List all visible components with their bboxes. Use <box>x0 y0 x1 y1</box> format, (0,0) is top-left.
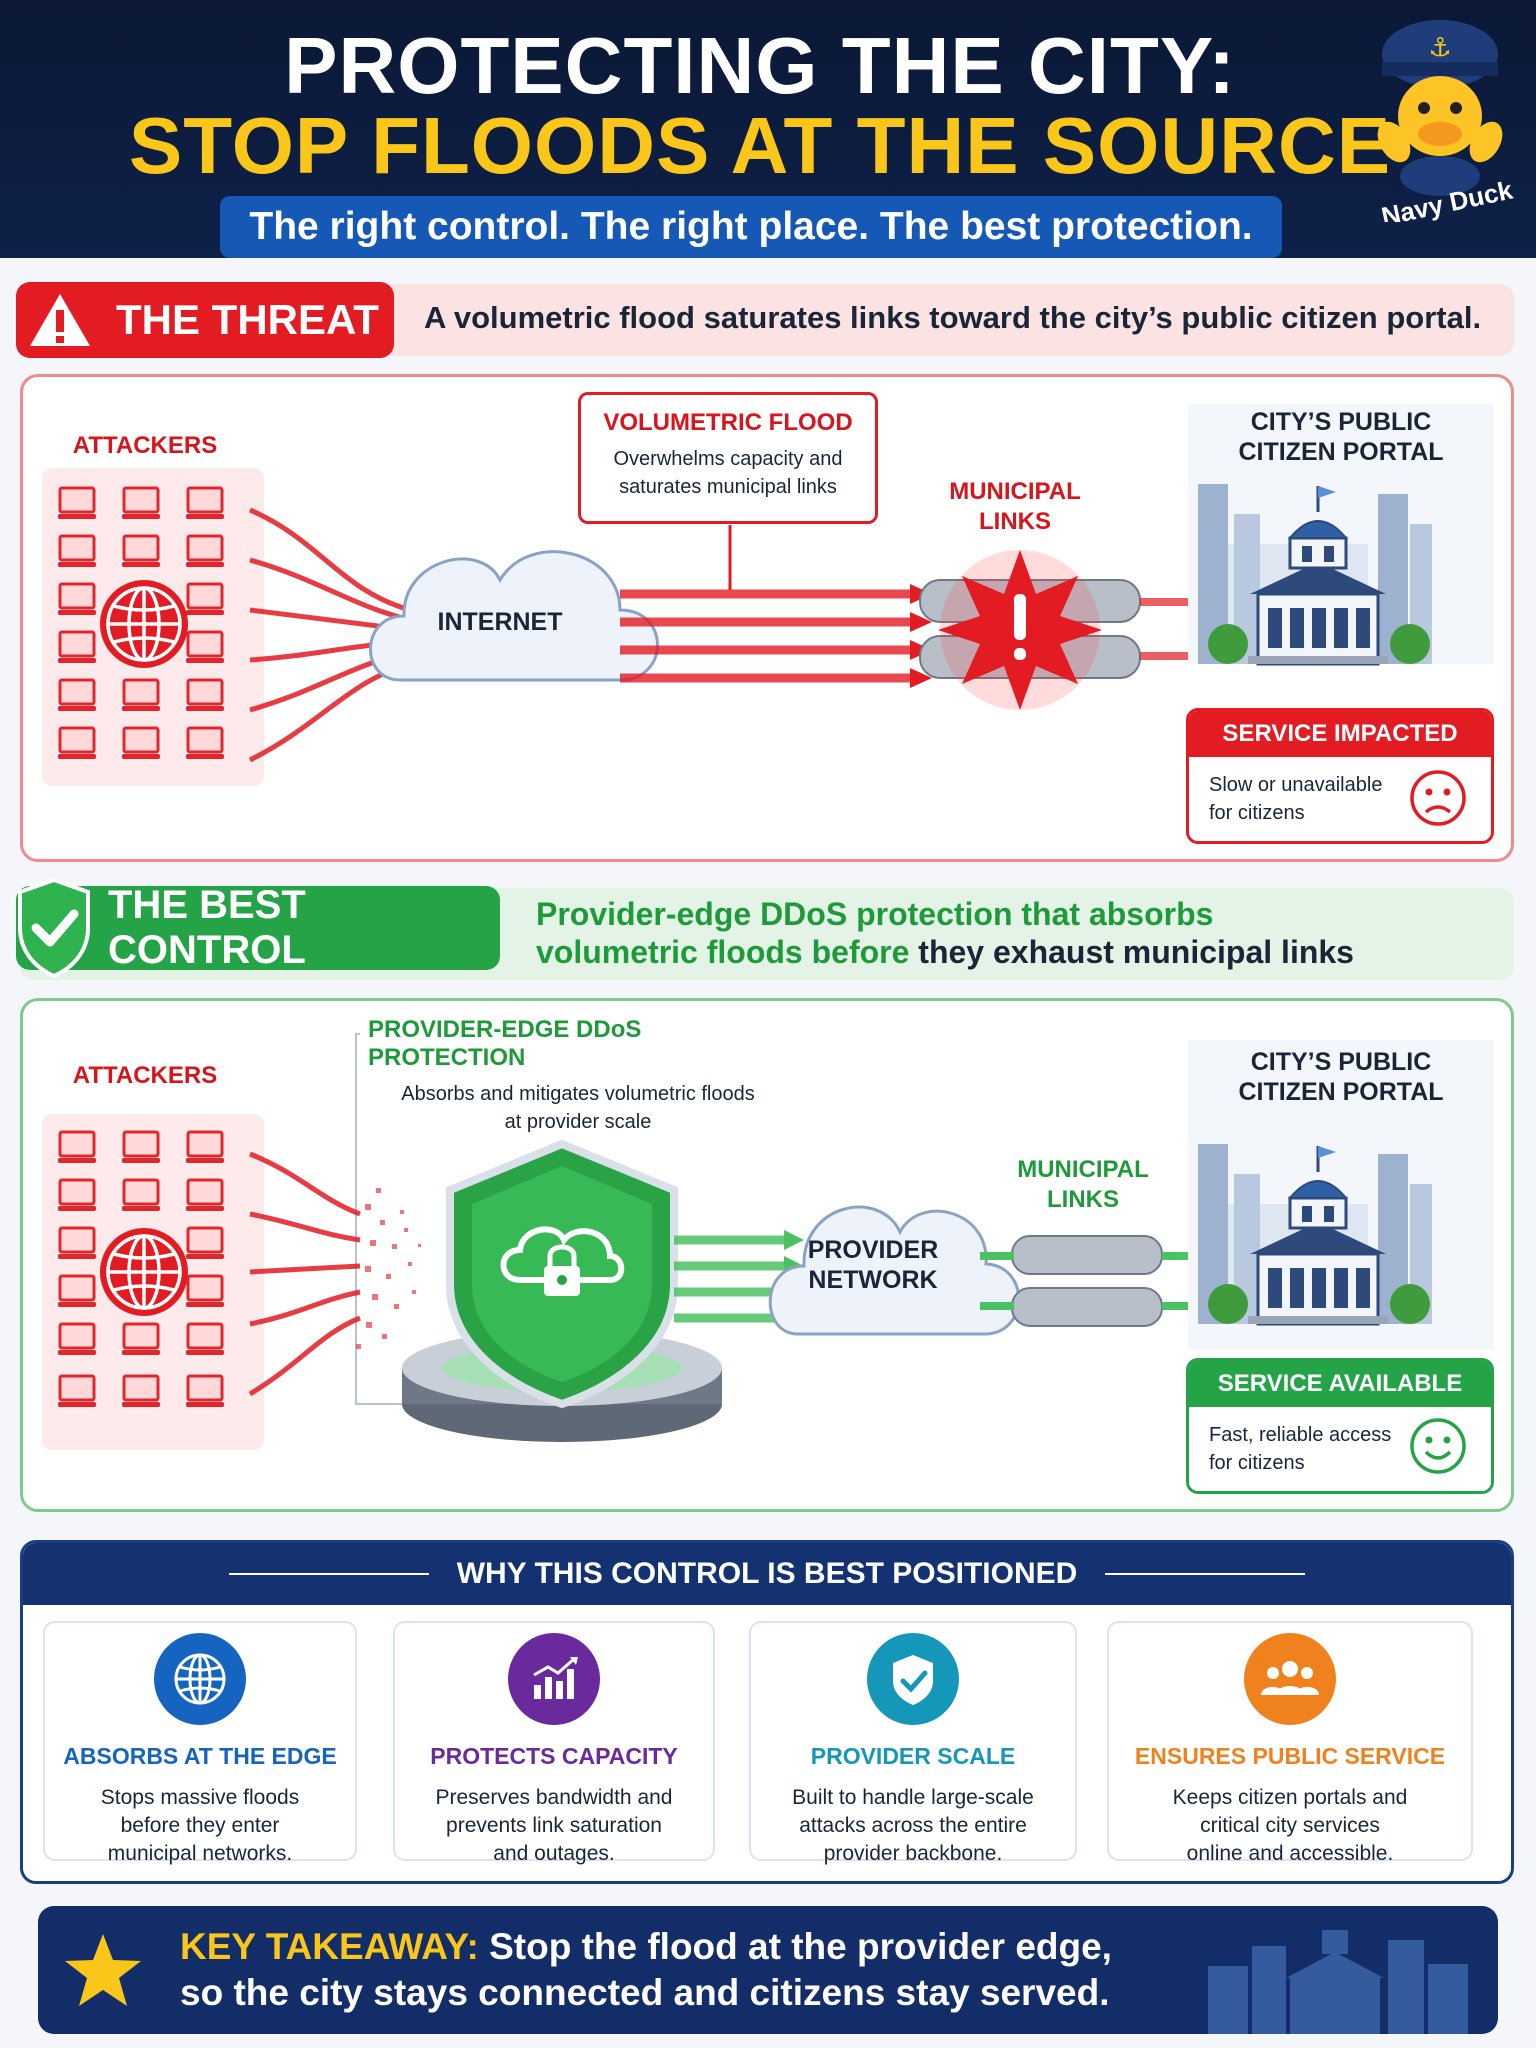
provider-network-label-2: NETWORK <box>808 1266 938 1294</box>
warning-icon <box>30 294 90 346</box>
service-available-text-1: Fast, reliable access <box>1209 1424 1392 1446</box>
why-card-line: attacks across the entire <box>799 1814 1027 1837</box>
takeaway-text-1: Stop the flood at the provider edge, <box>489 1926 1112 1967</box>
svg-text:⚓: ⚓ <box>1428 33 1451 63</box>
why-card-line: Keeps citizen portals and <box>1172 1786 1408 1809</box>
control-tag: THE BEST CONTROL <box>16 883 500 972</box>
volumetric-flood-callout: VOLUMETRIC FLOOD Overwhelms capacity and… <box>578 392 878 524</box>
why-card-line: Stops massive floods <box>100 1786 300 1809</box>
control-portal-label-1: CITY’S PUBLIC <box>1250 1048 1432 1076</box>
sad-face-icon <box>1410 770 1466 826</box>
star-icon <box>65 1934 141 2006</box>
volumetric-flood-text-1: Overwhelms capacity and <box>613 448 843 470</box>
why-card-scale: PROVIDER SCALE Built to handle large-sca… <box>749 1621 1077 1865</box>
page-subtitle: The right control. The right place. The … <box>220 196 1282 258</box>
shield-check-icon <box>867 1633 959 1725</box>
why-card-line: critical city services <box>1200 1814 1380 1837</box>
happy-face-icon <box>1410 1418 1466 1474</box>
control-attacker-globe-icon <box>98 1226 190 1318</box>
why-card-line: before they enter <box>120 1814 280 1837</box>
threat-diagram <box>42 404 1494 786</box>
threat-portal-label-2: CITIZEN PORTAL <box>1238 438 1444 466</box>
why-card-absorbs: ABSORBS AT THE EDGE Stops massive floods… <box>43 1621 357 1865</box>
service-impacted-text-1: Slow or unavailable <box>1209 774 1383 796</box>
threat-attackers-label: ATTACKERS <box>72 432 218 459</box>
threat-links-label-2: LINKS <box>979 508 1051 535</box>
why-card-capacity: PROTECTS CAPACITY Preserves bandwidth an… <box>393 1621 715 1865</box>
internet-label: INTERNET <box>437 608 563 636</box>
page-title-line2: STOP FLOODS AT THE SOURCE <box>128 101 1392 190</box>
page-title-line1: PROTECTING THE CITY: <box>284 21 1236 110</box>
takeaway-label: KEY TAKEAWAY: <box>180 1926 479 1967</box>
why-heading-text: WHY THIS CONTROL IS BEST POSITIONED <box>456 1557 1078 1590</box>
takeaway-line2: so the city stays connected and citizens… <box>180 1972 1110 2013</box>
city-skyline-icon <box>1208 1930 1468 2034</box>
threat-links-label-1: MUNICIPAL <box>949 478 1081 505</box>
service-impacted-text-2: for citizens <box>1209 802 1305 824</box>
why-card-title: ABSORBS AT THE EDGE <box>63 1743 337 1769</box>
why-card-line: prevents link saturation <box>446 1814 662 1837</box>
provider-edge-text-2: at provider scale <box>504 1111 652 1133</box>
why-card-public-service: ENSURES PUBLIC SERVICE Keeps citizen por… <box>1107 1621 1473 1865</box>
shield-check-badge-icon <box>18 877 90 979</box>
control-links-label-1: MUNICIPAL <box>1017 1156 1149 1183</box>
service-impacted-title: SERVICE IMPACTED <box>1189 711 1491 757</box>
control-summary-part-b: before <box>811 934 910 970</box>
why-card-line: provider backbone. <box>823 1842 1003 1865</box>
takeaway-line1: KEY TAKEAWAY: Stop the flood at the prov… <box>180 1926 1112 1968</box>
attacker-globe-icon <box>98 578 190 670</box>
threat-summary: A volumetric flood saturates links towar… <box>424 300 1482 335</box>
control-links-label-2: LINKS <box>1047 1186 1119 1213</box>
people-icon <box>1244 1633 1336 1725</box>
control-summary-line2: volumetric floods before they exhaust mu… <box>536 934 1354 971</box>
provider-edge-title: PROVIDER-EDGE DDoS PROTECTION <box>368 1016 642 1071</box>
control-summary-line1: Provider-edge DDoS protection that absor… <box>536 896 1214 932</box>
control-summary-part-c: they exhaust municipal links <box>909 934 1354 970</box>
why-card-title: ENSURES PUBLIC SERVICE <box>1134 1743 1446 1769</box>
bar-chart-icon <box>508 1633 600 1725</box>
volumetric-flood-title: VOLUMETRIC FLOOD <box>603 409 853 436</box>
why-section: WHY THIS CONTROL IS BEST POSITIONED ABSO… <box>20 1540 1514 1884</box>
control-tag-label: THE BEST CONTROL <box>108 883 306 972</box>
threat-tag-label: THE THREAT <box>116 296 379 343</box>
service-available-title: SERVICE AVAILABLE <box>1189 1361 1491 1407</box>
key-takeaway: KEY TAKEAWAY: Stop the flood at the prov… <box>38 1906 1498 2034</box>
service-available-text-2: for citizens <box>1209 1452 1305 1474</box>
why-card-title: PROTECTS CAPACITY <box>430 1743 678 1769</box>
control-portal-label-2: CITIZEN PORTAL <box>1238 1078 1444 1106</box>
control-attackers-label: ATTACKERS <box>72 1062 218 1089</box>
provider-edge-text-1: Absorbs and mitigates volumetric floods <box>401 1083 755 1105</box>
control-diagram <box>42 1033 1494 1450</box>
globe-icon <box>154 1633 246 1725</box>
why-heading: WHY THIS CONTROL IS BEST POSITIONED <box>23 1543 1511 1605</box>
threat-portal-label-1: CITY’S PUBLIC <box>1250 408 1432 436</box>
why-card-line: Built to handle large-scale <box>792 1786 1034 1809</box>
why-card-line: and outages. <box>493 1842 615 1865</box>
why-card-line: municipal networks. <box>107 1842 293 1865</box>
provider-network-label-1: PROVIDER <box>807 1236 939 1264</box>
control-summary-part-a: volumetric floods <box>536 934 812 970</box>
provider-edge-callout: PROVIDER-EDGE DDoS PROTECTION Absorbs an… <box>368 1016 788 1136</box>
service-impacted-box: SERVICE IMPACTED Slow or unavailable for… <box>1186 708 1494 844</box>
why-card-title: PROVIDER SCALE <box>810 1743 1016 1769</box>
why-card-line: Preserves bandwidth and <box>435 1786 673 1809</box>
volumetric-flood-text-2: saturates municipal links <box>619 476 837 498</box>
why-card-line: online and accessible. <box>1186 1842 1394 1865</box>
navy-duck-logo: ⚓ Navy Duck <box>1377 20 1516 222</box>
